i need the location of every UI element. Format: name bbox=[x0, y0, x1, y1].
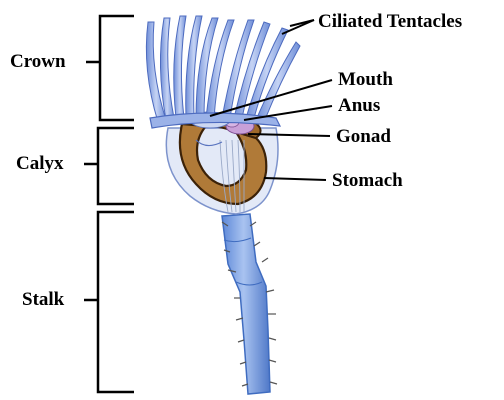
ciliated-tentacles-label: Ciliated Tentacles bbox=[318, 11, 463, 32]
crown-label: Crown bbox=[10, 51, 66, 72]
stalk-label: Stalk bbox=[22, 289, 65, 310]
calyx-label: Calyx bbox=[16, 153, 64, 174]
stomach-leader bbox=[263, 177, 327, 181]
crown-rim bbox=[149, 112, 282, 129]
crown-bracket bbox=[98, 14, 134, 122]
crown-tentacles bbox=[145, 15, 301, 123]
internal-strands bbox=[219, 139, 245, 213]
mouth-label: Mouth bbox=[338, 69, 393, 90]
stomach-label: Stomach bbox=[332, 170, 403, 191]
stalk-bracket bbox=[96, 210, 134, 394]
stalk-shape bbox=[221, 213, 278, 395]
calyx-bracket bbox=[96, 126, 134, 206]
gonad-leader bbox=[247, 133, 331, 137]
brackets bbox=[84, 14, 134, 394]
anus-leader bbox=[243, 105, 333, 121]
mouth-leader bbox=[209, 79, 333, 117]
gonad-label: Gonad bbox=[336, 126, 391, 147]
anus-label: Anus bbox=[338, 95, 381, 116]
leader-lines bbox=[209, 19, 333, 181]
